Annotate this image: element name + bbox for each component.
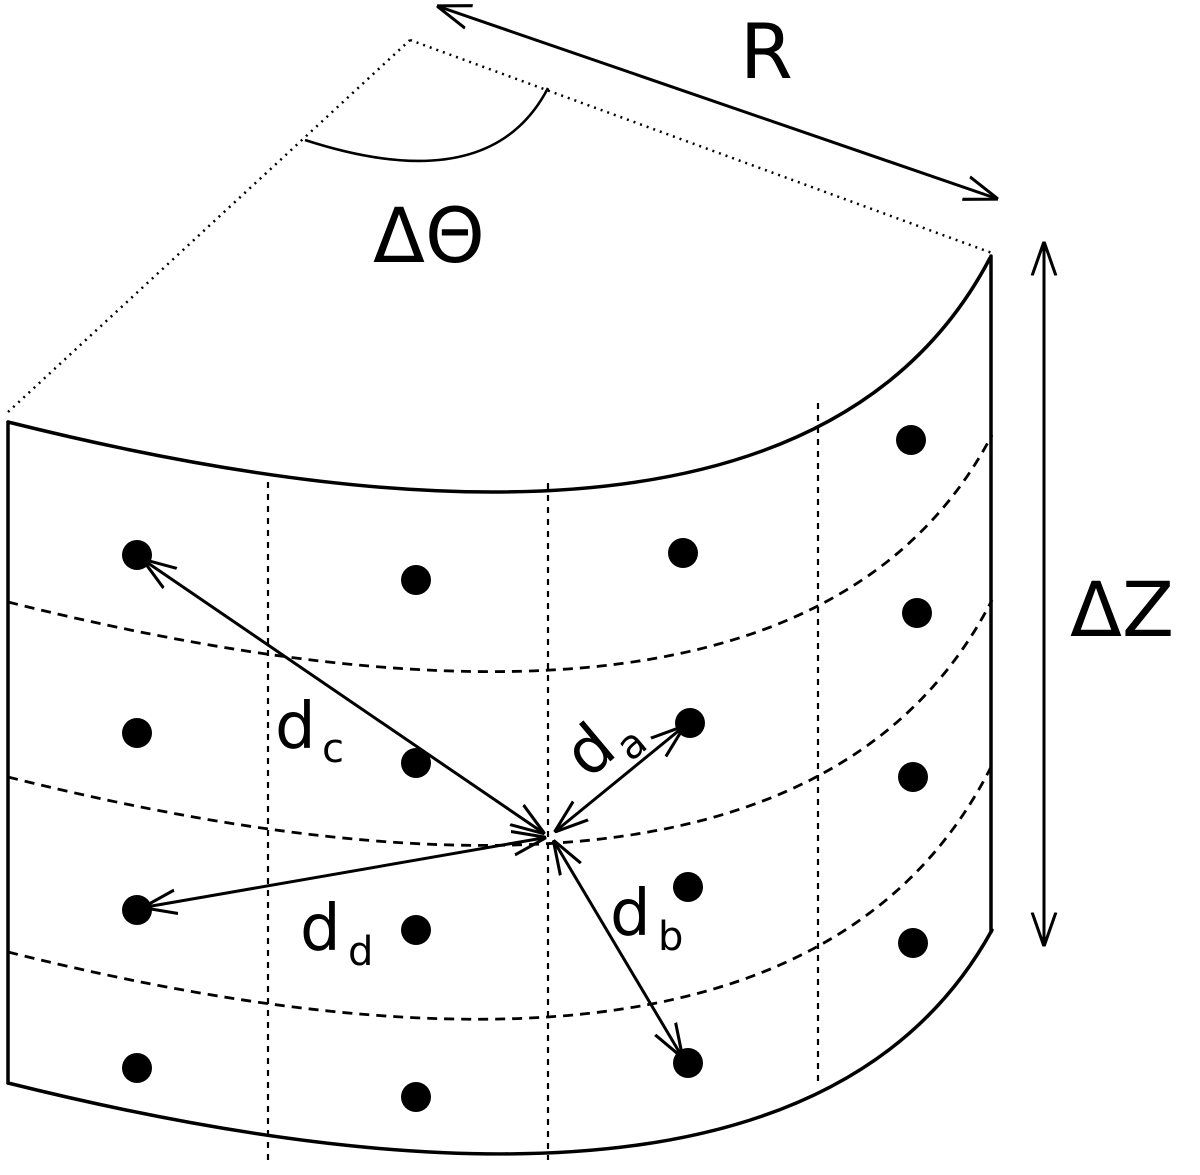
- cell-dot: [122, 895, 152, 925]
- label-d-a: d a: [551, 709, 656, 792]
- cell-dot: [401, 1082, 431, 1112]
- distance-label-main: d: [300, 892, 341, 966]
- distance-label-main: d: [610, 877, 651, 951]
- cell-dot: [122, 718, 152, 748]
- cell-dot: [898, 928, 928, 958]
- cell-dot: [673, 872, 703, 902]
- grid-arc-2: [7, 599, 994, 847]
- distance-arrows: [145, 561, 682, 1055]
- label-d-c: d c: [275, 690, 344, 772]
- angle-label: ΔΘ: [373, 191, 485, 280]
- cell-dot: [401, 565, 431, 595]
- angle-arc: [304, 87, 550, 163]
- top-front-arc: [6, 256, 992, 494]
- cell-dot: [122, 1053, 152, 1083]
- cell-dot: [902, 598, 932, 628]
- distance-label-subscript: c: [322, 726, 344, 772]
- cell-dot: [401, 915, 431, 945]
- distance-label-subscript: b: [658, 914, 683, 960]
- block-outline: [6, 254, 994, 1156]
- cell-dot: [675, 708, 705, 738]
- arrow-d-c: [145, 561, 542, 832]
- arrow-d-b: [555, 843, 681, 1055]
- label-d-d: d d: [300, 892, 373, 975]
- distance-label-subscript: d: [348, 929, 373, 975]
- cell-dot: [673, 1048, 703, 1078]
- radius-arrow: [440, 7, 995, 198]
- distance-label-main: d: [275, 690, 316, 764]
- grid-arc-1: [7, 434, 994, 674]
- bottom-front-arc: [6, 928, 994, 1156]
- radius-label: R: [740, 7, 793, 96]
- label-d-b: d b: [610, 877, 683, 960]
- cell-centers: [122, 425, 932, 1112]
- top-sector: [7, 38, 993, 413]
- arrow-d-a: [557, 728, 682, 830]
- height-label: ΔZ: [1070, 565, 1174, 654]
- cell-dot: [898, 762, 928, 792]
- cell-dot: [122, 540, 152, 570]
- grid: [7, 403, 994, 1162]
- dimension-arrows: [440, 7, 1044, 943]
- cell-dot: [668, 538, 698, 568]
- arrow-d-d: [146, 838, 543, 907]
- sector-right-edge: [409, 38, 993, 255]
- labels: R ΔΘ ΔZ d c d a d d d b: [275, 7, 1174, 975]
- sector-left-edge: [7, 39, 411, 413]
- cell-dot: [896, 425, 926, 455]
